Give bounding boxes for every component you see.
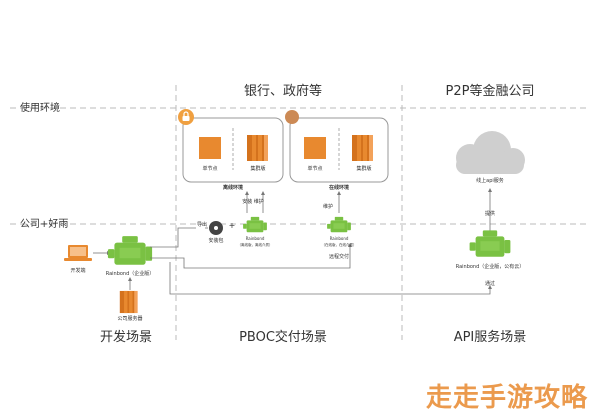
section-title-pboc: PBOC交付场景 bbox=[239, 329, 327, 345]
online-badge-icon bbox=[285, 110, 299, 124]
online-env-box: 单节点 集群版 bbox=[285, 110, 389, 183]
plus-sign: + bbox=[229, 221, 236, 230]
export-label: 导出 bbox=[197, 221, 207, 228]
install-package-label: 安装包 bbox=[208, 237, 223, 244]
section-title-banks: 银行、政府等 bbox=[244, 83, 322, 99]
rainbond-enterprise-label: Rainbond（企业版） bbox=[106, 270, 155, 277]
offline-cluster-label: 集群版 bbox=[250, 165, 265, 172]
offline-env-box: 单节点 集群版 bbox=[178, 109, 284, 183]
maintain-label: 维护 bbox=[323, 203, 333, 210]
offline-env-label: 离线环境 bbox=[223, 184, 243, 191]
cloud-service-label: 线上api服务 bbox=[476, 177, 504, 184]
cluster-icon bbox=[352, 135, 373, 161]
rainbond-online-sub: （在线版，在线介质） bbox=[322, 242, 357, 247]
rainbond-cloud-label: Rainbond（企业版，公有云） bbox=[456, 263, 525, 270]
rainbond-online-icon bbox=[327, 216, 351, 233]
install-maintain-label: 安装 维护 bbox=[242, 198, 264, 205]
developer-label: 开发端 bbox=[70, 267, 85, 274]
developer-laptop-icon bbox=[64, 245, 92, 261]
lock-icon bbox=[178, 109, 194, 125]
watermark-text: 走走手游攻略 bbox=[425, 383, 588, 413]
single-node-icon bbox=[199, 137, 221, 159]
online-single-node-label: 单节点 bbox=[307, 165, 322, 172]
cluster-icon bbox=[247, 135, 268, 161]
rainbond-cloud-icon bbox=[469, 230, 511, 257]
offline-single-node-label: 单节点 bbox=[202, 165, 217, 172]
remote-delivery-label: 远程交付 bbox=[329, 253, 349, 260]
rainbond-online-label: Rainbond bbox=[330, 236, 349, 241]
lane-label-company: 公司+好雨 bbox=[20, 218, 68, 230]
rainbond-offline-label: Rainbond bbox=[246, 236, 265, 241]
rainbond-offline-icon bbox=[243, 216, 267, 233]
section-title-api: API服务场景 bbox=[454, 329, 527, 345]
section-title-p2p: P2P等金融公司 bbox=[446, 83, 535, 99]
cloud-icon bbox=[456, 131, 525, 174]
lane-label-usage: 使用环境 bbox=[20, 101, 60, 114]
install-package-disc-icon bbox=[209, 221, 223, 235]
company-server-icon bbox=[119, 290, 138, 314]
section-title-dev: 开发场景 bbox=[100, 329, 152, 345]
company-server-label: 公司服务器 bbox=[117, 315, 142, 322]
single-node-icon bbox=[304, 137, 326, 159]
rainbond-enterprise-icon bbox=[107, 236, 153, 265]
online-env-label: 在线环境 bbox=[329, 184, 349, 191]
provide-label: 提供 bbox=[485, 210, 495, 217]
rainbond-offline-sub: （离线版，离线介质） bbox=[238, 242, 273, 247]
online-cluster-label: 集群版 bbox=[356, 165, 371, 172]
deliver-label: 通过 bbox=[485, 280, 495, 287]
